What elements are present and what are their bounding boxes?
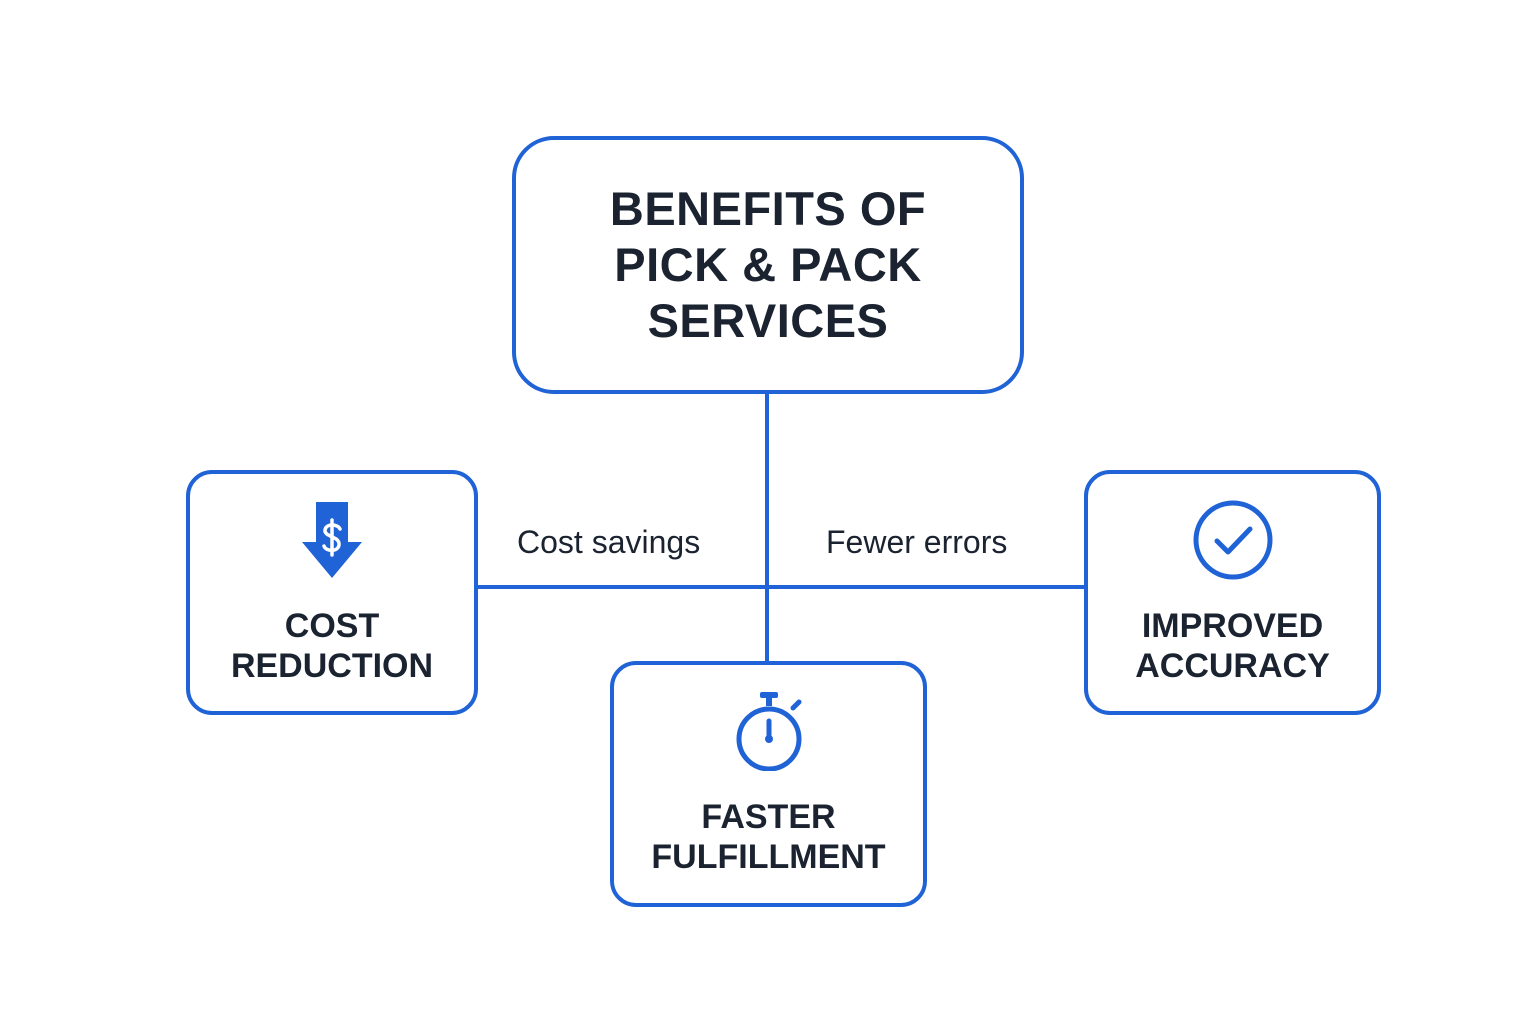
edge-label-cost-savings: Cost savings	[517, 524, 701, 560]
root-title: BENEFITS OF PICK & PACK SERVICES	[609, 182, 927, 347]
edge-label-fewer-errors: Fewer errors	[826, 524, 1008, 560]
benefit-node-faster-fulfillment: FASTER FULFILLMENT	[610, 661, 927, 907]
benefit-node-cost-reduction: COST REDUCTION	[186, 470, 478, 715]
stopwatch-icon	[736, 692, 801, 771]
root-node: BENEFITS OF PICK & PACK SERVICES	[512, 136, 1024, 394]
dollar-down-arrow-icon	[302, 501, 362, 578]
benefit-label-cost-reduction: COST REDUCTION	[230, 606, 434, 685]
benefit-label-improved-accuracy: IMPROVED ACCURACY	[1135, 606, 1330, 685]
check-circle-icon	[1193, 500, 1272, 579]
benefit-label-faster-fulfillment: FASTER FULFILLMENT	[651, 798, 886, 876]
benefit-node-improved-accuracy: IMPROVED ACCURACY	[1084, 470, 1381, 715]
